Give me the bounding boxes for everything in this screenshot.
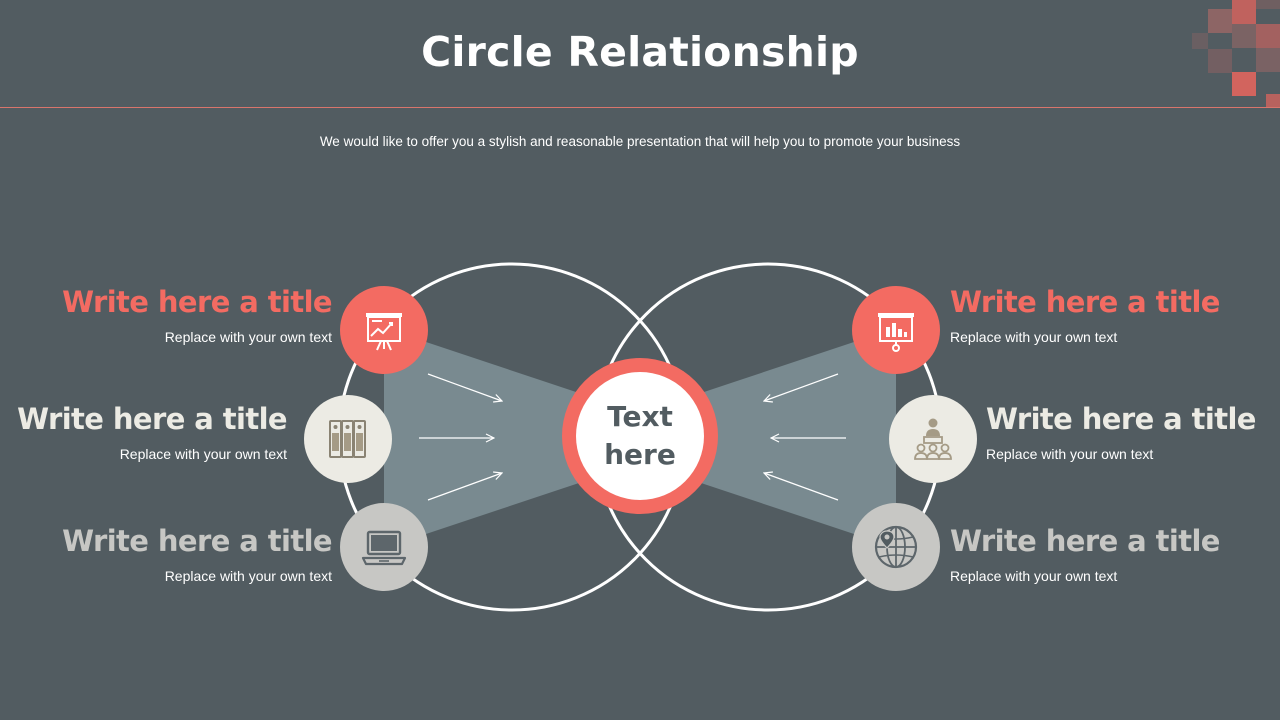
node-right-2 [889,395,977,483]
binders-icon [329,420,366,458]
right-item-1: Write here a title Replace with your own… [950,285,1280,345]
right-item-3: Write here a title Replace with your own… [950,524,1280,584]
node-left-1 [340,286,428,374]
left-item-2-title: Write here a title [17,402,287,436]
arrow-right-top [764,373,839,401]
node-left-2 [304,395,392,483]
page-subtitle: We would like to offer you a stylish and… [319,134,961,149]
bar-chart-board-icon [878,313,914,352]
arrow-left-bottom [427,473,502,501]
presentation-chart-icon [366,313,402,351]
header-divider [0,107,1280,108]
right-item-1-text: Replace with your own text [950,329,1118,345]
left-item-2: Write here a title Replace with your own… [0,402,287,462]
left-item-1-title: Write here a title [62,285,332,319]
left-item-3: Write here a title Replace with your own… [2,524,332,584]
right-item-2-title: Write here a title [986,402,1256,436]
left-item-1: Write here a title Replace with your own… [2,285,332,345]
right-item-3-title: Write here a title [950,524,1220,558]
left-item-3-text: Replace with your own text [164,568,332,584]
arrow-right-bottom [764,473,839,501]
center-label: Text here [576,372,704,500]
left-item-3-title: Write here a title [62,524,332,558]
globe-pin-icon [874,525,918,569]
node-left-3 [340,503,428,591]
team-meeting-icon [914,418,952,460]
laptop-icon [361,530,407,566]
node-right-1 [852,286,940,374]
left-item-2-text: Replace with your own text [119,446,287,462]
right-item-2: Write here a title Replace with your own… [986,402,1280,462]
right-item-1-title: Write here a title [950,285,1220,319]
right-item-2-text: Replace with your own text [986,446,1154,462]
left-item-1-text: Replace with your own text [164,329,332,345]
center-node: Text here [562,358,718,514]
node-right-3 [852,503,940,591]
right-item-3-text: Replace with your own text [950,568,1118,584]
page-title: Circle Relationship [421,28,859,76]
arrow-left-top [427,373,502,401]
